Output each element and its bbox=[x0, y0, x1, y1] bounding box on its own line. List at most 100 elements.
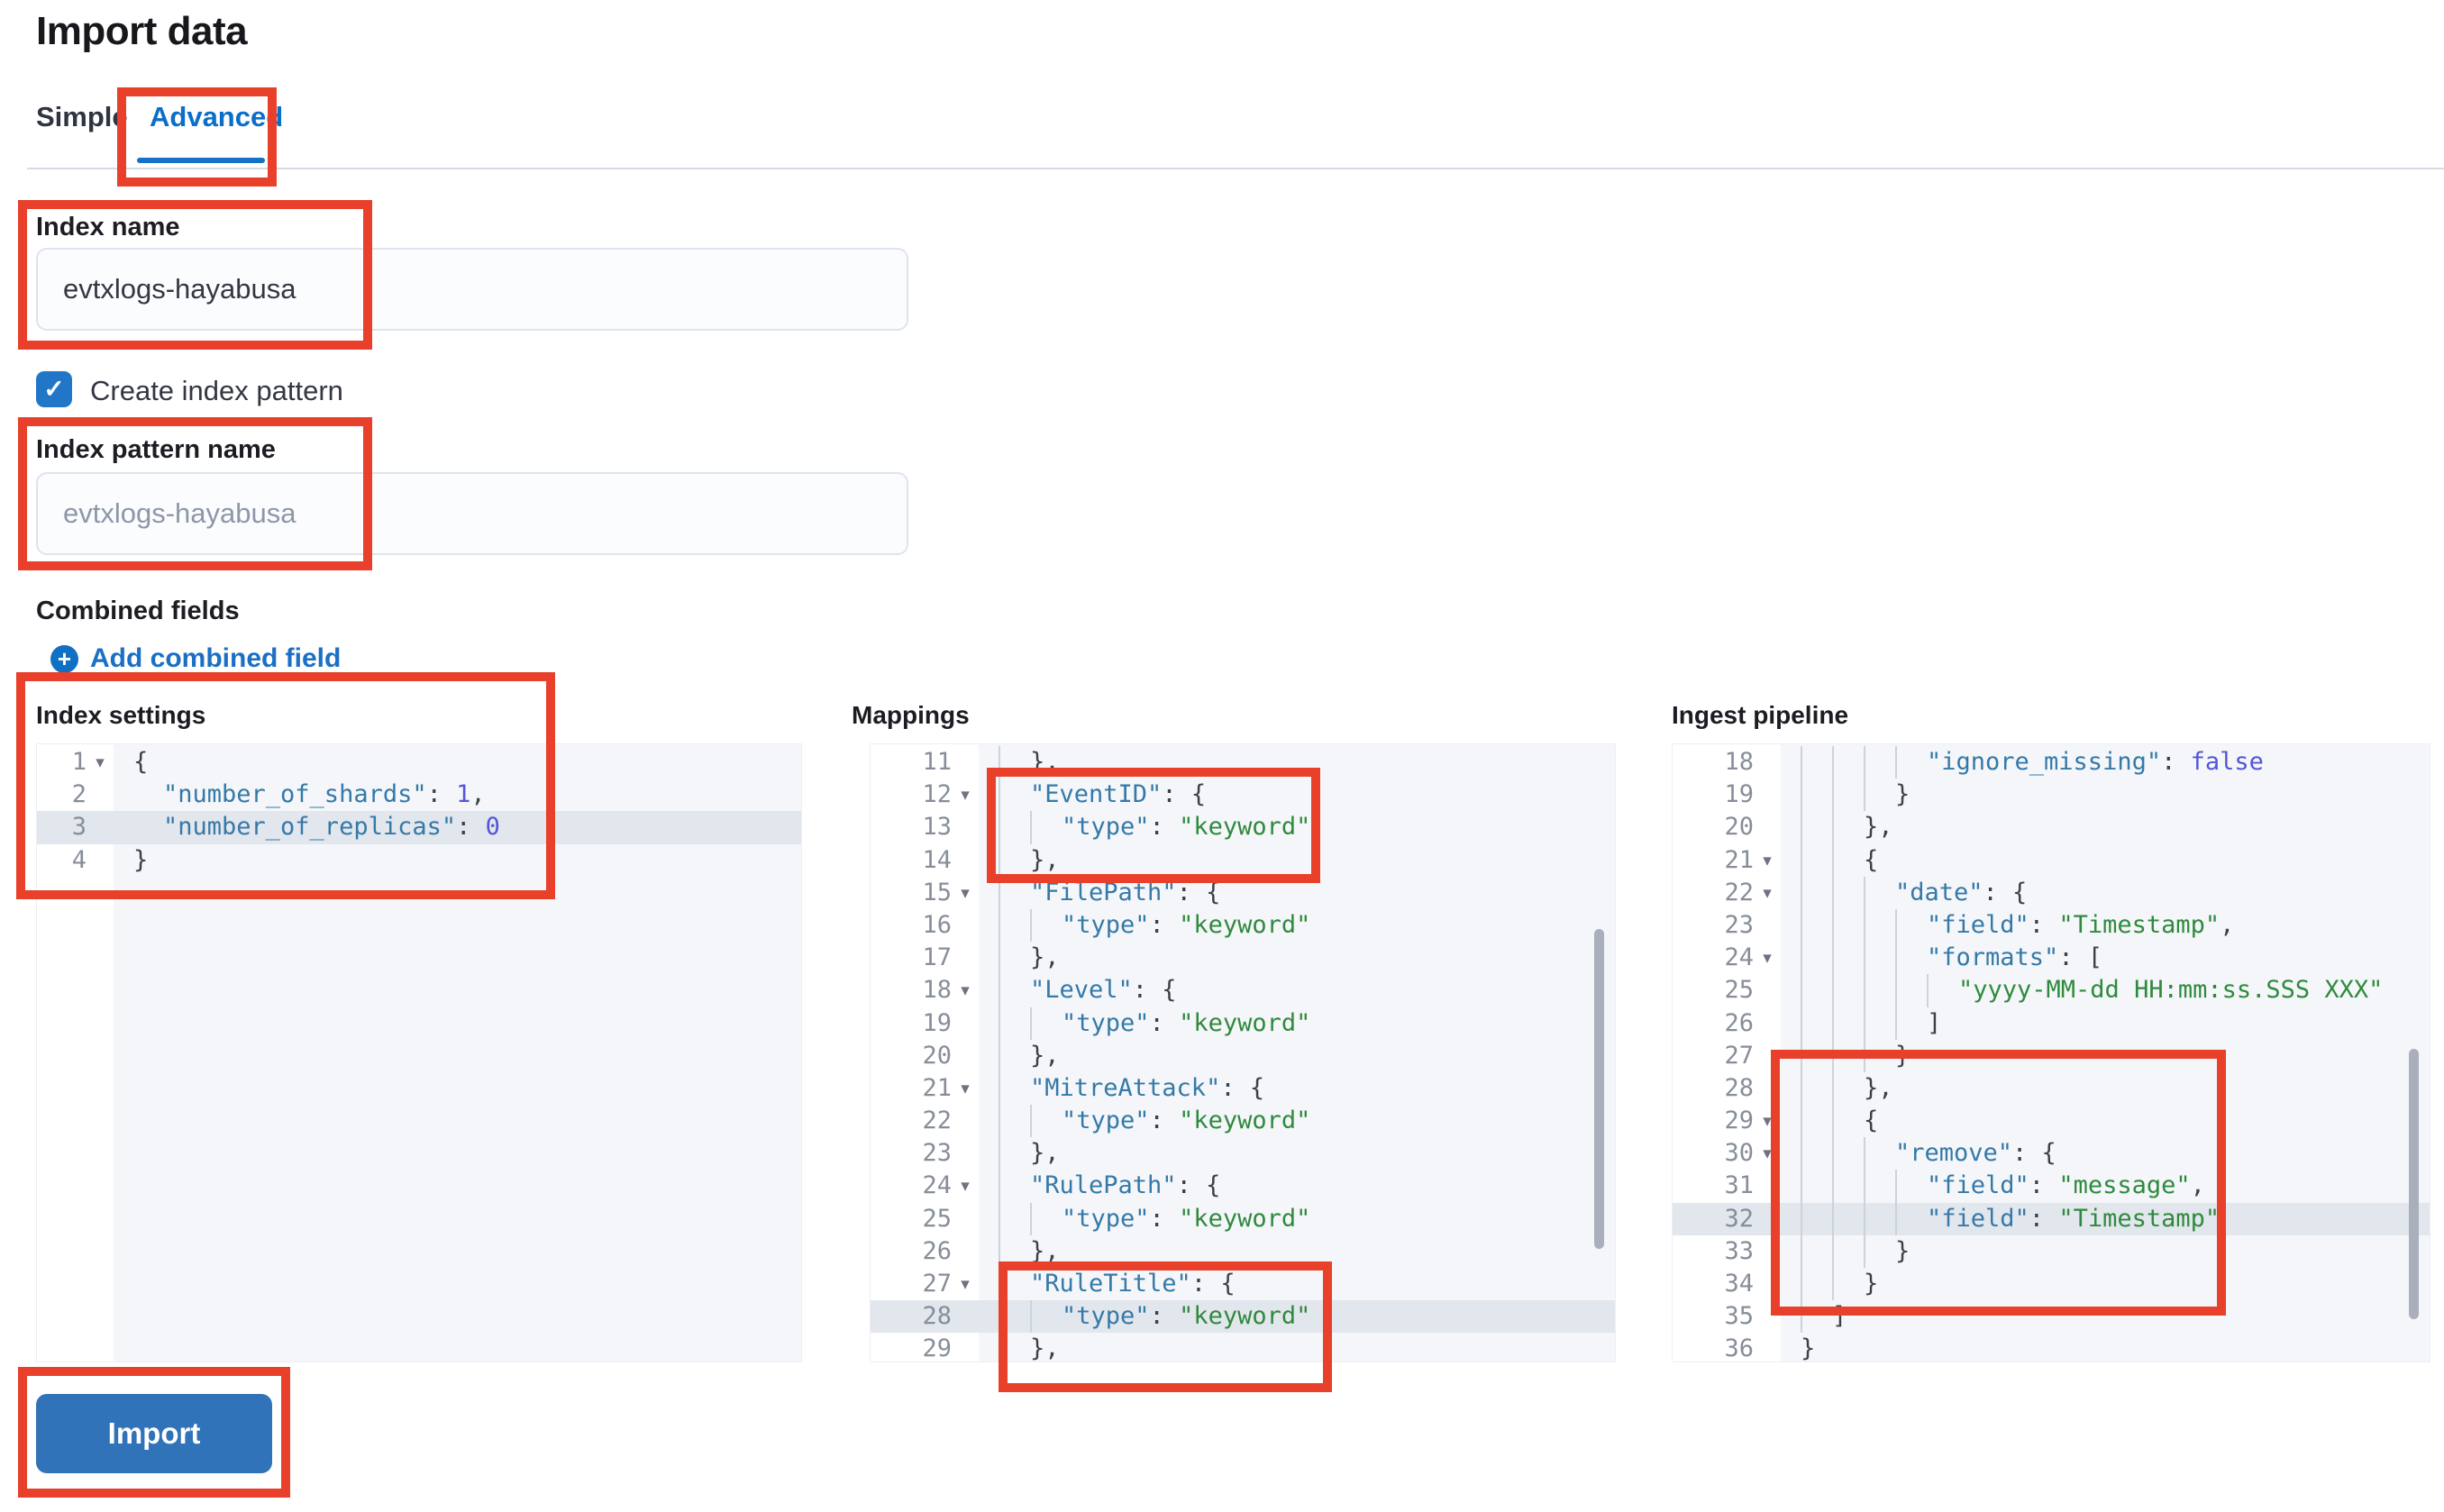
index-settings-label: Index settings bbox=[36, 701, 206, 729]
combined-fields-label: Combined fields bbox=[36, 597, 240, 625]
fold-arrow-icon[interactable]: ▾ bbox=[1763, 850, 1772, 870]
fold-arrow-icon[interactable]: ▾ bbox=[961, 1176, 970, 1197]
add-combined-field-label: Add combined field bbox=[90, 643, 342, 673]
line-number: 27 bbox=[922, 1270, 952, 1298]
line-number: 18 bbox=[1724, 748, 1754, 776]
fold-arrow-icon[interactable]: ▾ bbox=[1763, 882, 1772, 903]
code-line: 36} bbox=[1673, 1333, 2430, 1365]
code-line: 20}, bbox=[871, 1039, 1615, 1072]
line-number: 21 bbox=[1724, 845, 1754, 874]
code-line: 24▾"RulePath": { bbox=[871, 1170, 1615, 1203]
mappings-scrollbar[interactable] bbox=[1594, 929, 1604, 1249]
plus-in-circle-icon: + bbox=[50, 644, 78, 673]
ingest-pipeline-label: Ingest pipeline bbox=[1672, 701, 1849, 729]
code-line: 28"type": "keyword" bbox=[871, 1300, 1615, 1334]
code-line: 19} bbox=[1673, 779, 2430, 812]
line-number: 28 bbox=[922, 1302, 952, 1331]
line-number: 30 bbox=[1724, 1139, 1754, 1168]
line-number: 32 bbox=[1724, 1204, 1754, 1233]
line-number: 19 bbox=[922, 1008, 952, 1037]
line-number: 21 bbox=[922, 1073, 952, 1102]
add-combined-field-button[interactable]: + Add combined field bbox=[50, 643, 341, 674]
line-number: 2 bbox=[71, 780, 87, 809]
code-line: 2"number_of_shards": 1, bbox=[37, 779, 801, 811]
code-line: 27▾"RuleTitle": { bbox=[871, 1268, 1615, 1301]
code-line: 4} bbox=[37, 844, 801, 877]
code-line: 27} bbox=[1673, 1039, 2430, 1072]
code-line: 1▾{ bbox=[37, 746, 801, 779]
line-number: 15 bbox=[922, 878, 952, 906]
fold-arrow-icon[interactable]: ▾ bbox=[961, 1274, 970, 1294]
code-line: 11}, bbox=[871, 746, 1615, 779]
code-line: 25"type": "keyword" bbox=[871, 1202, 1615, 1235]
fold-arrow-icon[interactable]: ▾ bbox=[1763, 948, 1772, 969]
code-line: 28}, bbox=[1673, 1071, 2430, 1106]
fold-arrow-icon[interactable]: ▾ bbox=[96, 752, 105, 772]
line-number: 33 bbox=[1724, 1236, 1754, 1265]
line-number: 25 bbox=[1724, 976, 1754, 1005]
line-number: 28 bbox=[1724, 1073, 1754, 1102]
line-number: 29 bbox=[1724, 1107, 1754, 1135]
fold-arrow-icon[interactable]: ▾ bbox=[961, 785, 970, 806]
line-number: 34 bbox=[1724, 1270, 1754, 1298]
index-name-input[interactable] bbox=[36, 248, 908, 331]
tab-advanced[interactable]: Advanced bbox=[150, 101, 284, 132]
line-number: 11 bbox=[922, 748, 952, 776]
code-line: 3"number_of_replicas": 0 bbox=[37, 811, 801, 844]
code-line: 31"field": "message", bbox=[1673, 1170, 2430, 1203]
fold-arrow-icon[interactable]: ▾ bbox=[961, 1078, 970, 1098]
line-number: 26 bbox=[1724, 1008, 1754, 1037]
active-tab-underline bbox=[137, 158, 265, 163]
code-line: 22"type": "keyword" bbox=[871, 1105, 1615, 1138]
code-line: 15▾"FilePath": { bbox=[871, 876, 1615, 909]
line-number: 18 bbox=[922, 976, 952, 1005]
import-button[interactable]: Import bbox=[36, 1394, 272, 1473]
line-number: 29 bbox=[922, 1334, 952, 1363]
line-number: 17 bbox=[922, 943, 952, 972]
code-line: 13"type": "keyword" bbox=[871, 811, 1615, 844]
line-number: 26 bbox=[922, 1236, 952, 1265]
line-number: 14 bbox=[922, 845, 952, 874]
create-index-pattern-checkbox[interactable]: ✓ bbox=[36, 371, 72, 407]
line-number: 24 bbox=[922, 1171, 952, 1200]
line-number-gutter bbox=[871, 744, 979, 1362]
line-number-gutter bbox=[1673, 744, 1781, 1362]
code-line: 32"field": "Timestamp" bbox=[1673, 1202, 2430, 1235]
line-number: 27 bbox=[1724, 1041, 1754, 1070]
check-icon: ✓ bbox=[43, 375, 65, 403]
line-number: 1 bbox=[71, 748, 87, 776]
line-number: 13 bbox=[922, 813, 952, 842]
code-line: 33} bbox=[1673, 1234, 2430, 1268]
fold-arrow-icon[interactable]: ▾ bbox=[1763, 1143, 1772, 1164]
fold-arrow-icon[interactable]: ▾ bbox=[961, 980, 970, 1001]
line-number: 4 bbox=[71, 845, 87, 874]
code-line: 29}, bbox=[871, 1333, 1615, 1366]
mappings-editor[interactable]: 11},12▾"EventID": {13"type": "keyword"14… bbox=[870, 743, 1616, 1366]
code-line: 14}, bbox=[871, 843, 1615, 877]
fold-arrow-icon[interactable]: ▾ bbox=[961, 882, 970, 903]
line-number: 20 bbox=[1724, 813, 1754, 842]
tab-simple[interactable]: Simple bbox=[36, 101, 128, 132]
ingest-pipeline-scrollbar[interactable] bbox=[2409, 1049, 2419, 1319]
code-line: 18"ignore_missing": false bbox=[1673, 746, 2430, 779]
code-line: 24▾"formats": [ bbox=[1673, 942, 2430, 975]
index-name-label: Index name bbox=[36, 213, 180, 241]
import-button-label: Import bbox=[107, 1416, 201, 1450]
line-number: 3 bbox=[71, 813, 87, 842]
tabs-divider bbox=[27, 168, 2444, 169]
code-line: 18▾"Level": { bbox=[871, 974, 1615, 1007]
line-number: 23 bbox=[922, 1139, 952, 1168]
code-line: 35] bbox=[1673, 1300, 2430, 1334]
code-line: 26] bbox=[1673, 1006, 2430, 1040]
code-line: 20}, bbox=[1673, 811, 2430, 844]
fold-arrow-icon[interactable]: ▾ bbox=[1763, 1111, 1772, 1132]
line-number: 12 bbox=[922, 780, 952, 809]
line-number: 23 bbox=[1724, 910, 1754, 939]
line-number: 16 bbox=[922, 910, 952, 939]
code-line: 22▾"date": { bbox=[1673, 876, 2430, 909]
code-line: 34} bbox=[1673, 1268, 2430, 1301]
index-settings-editor[interactable]: 1▾{2"number_of_shards": 1,3"number_of_re… bbox=[36, 743, 802, 1362]
code-line: 12▾"EventID": { bbox=[871, 779, 1615, 812]
index-pattern-name-input[interactable] bbox=[36, 472, 908, 555]
